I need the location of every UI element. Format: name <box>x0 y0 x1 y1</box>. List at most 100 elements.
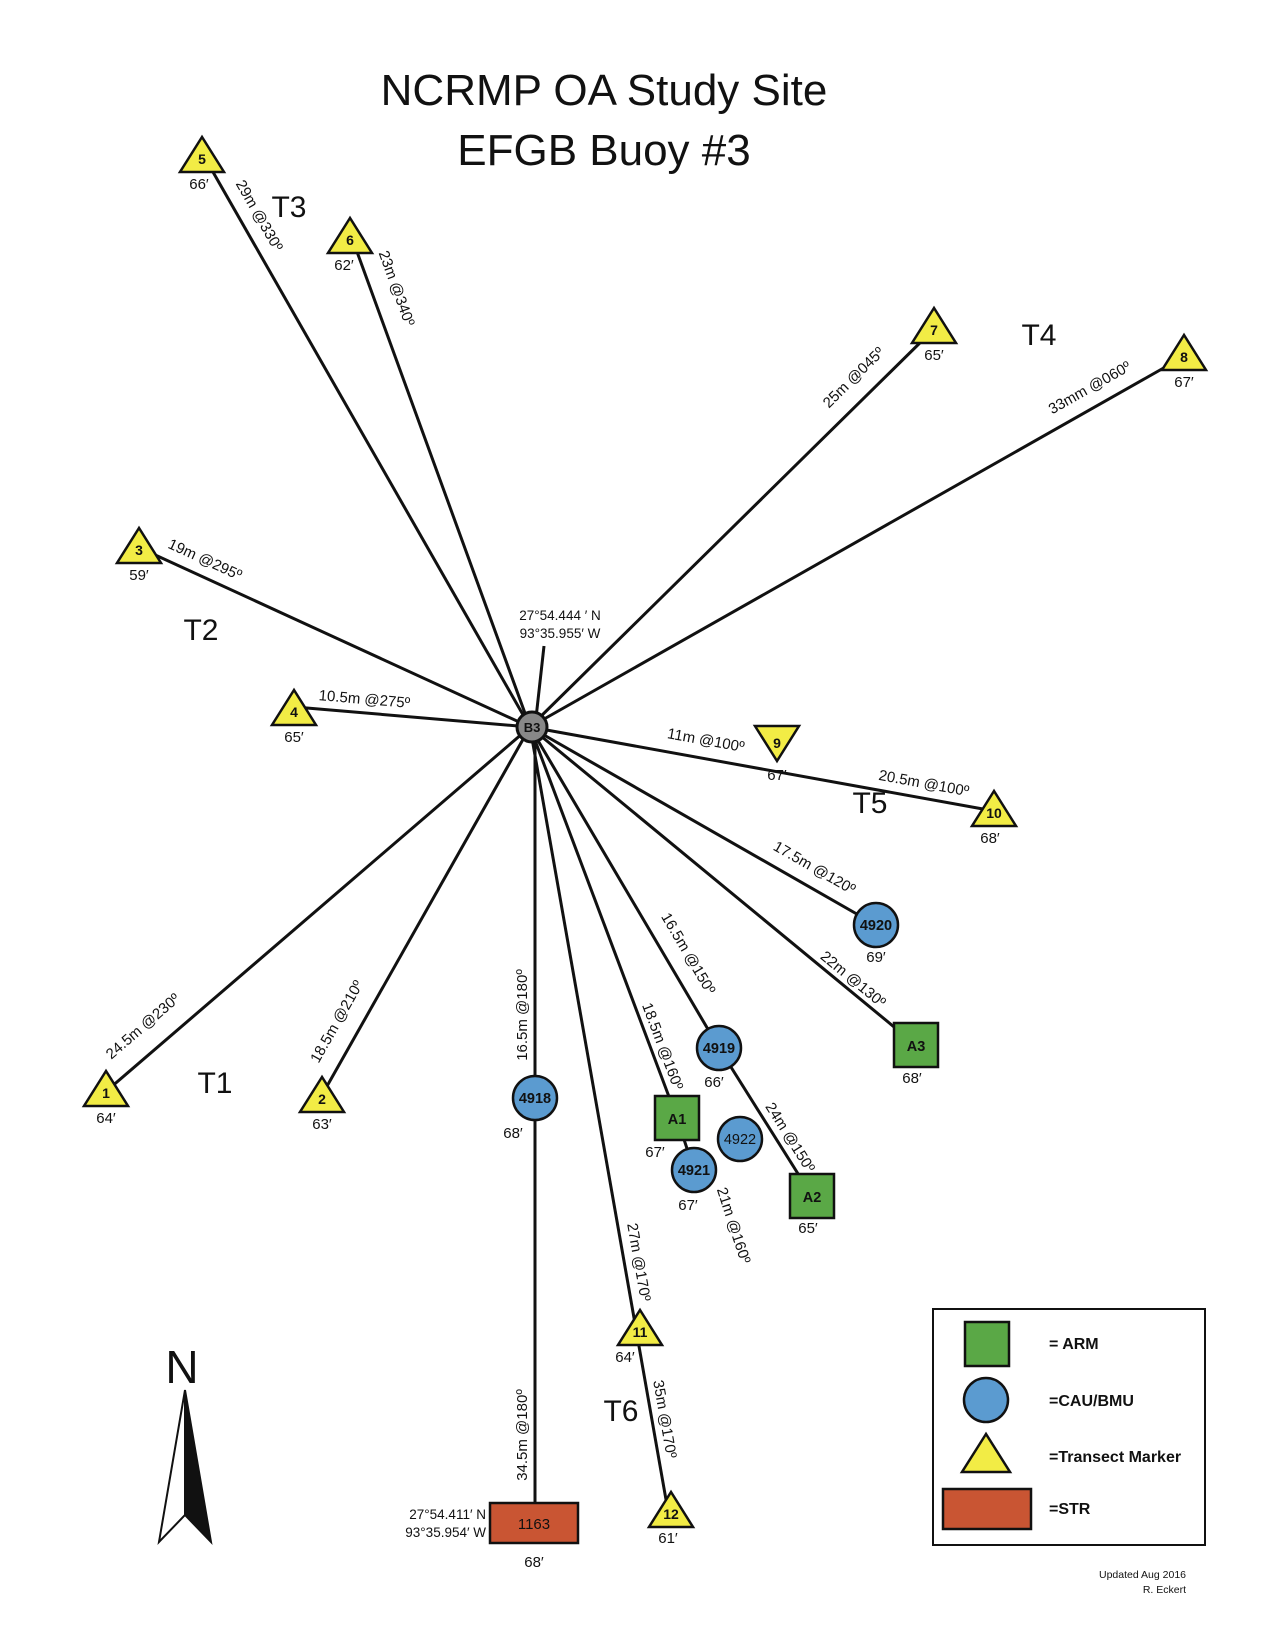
marker-depth: 65′ <box>924 347 944 364</box>
credit-author: R. Eckert <box>1143 1584 1186 1596</box>
legend-marker-label: =Transect Marker <box>1049 1449 1181 1466</box>
marker-number: 6 <box>346 232 354 248</box>
cau-units: 4918 68′ 4919 66′ 4920 69′ 4921 67′ 4922 <box>503 901 900 1214</box>
legend-arm-icon <box>963 1320 1011 1368</box>
transect-marker-4: 4 65′ <box>269 687 319 746</box>
arm-id: A1 <box>668 1112 687 1128</box>
marker-depth: 59′ <box>129 567 149 584</box>
transect-markers: 1 64′ 2 63′ 3 59′ 4 65′ 5 66′ 6 62′ <box>81 134 1209 1547</box>
buoy-b3: B3 27°54.444 ′ N 93°35.955′ W <box>515 608 601 744</box>
title-line-2: EFGB Buoy #3 <box>457 126 750 175</box>
marker-depth: 66′ <box>189 176 209 193</box>
line-to-marker-2 <box>320 726 532 1096</box>
square-arm-icon <box>653 1094 701 1142</box>
transect-marker-12: 12 61′ <box>646 1489 696 1547</box>
line-to-marker-1 <box>109 725 531 1090</box>
legend: = ARM =CAU/BMU =Transect Marker =STR <box>932 1308 1206 1546</box>
line-to-arm-a3 <box>529 725 917 1047</box>
transect-marker-1: 1 64′ <box>81 1068 131 1127</box>
marker-number: 3 <box>135 542 143 558</box>
legend-marker-icon <box>959 1431 1013 1474</box>
distance-labels: 24.5m @230º 18.5m @210º 19m @295º 10.5m … <box>103 177 1134 1481</box>
triangle-marker-icon <box>646 1489 696 1529</box>
cau-depth: 67′ <box>678 1197 698 1214</box>
cau-id: 4921 <box>678 1163 710 1179</box>
arm-a2: A2 65′ <box>788 1172 836 1237</box>
transect-names: T1 T2 T3 T4 T5 T6 <box>183 191 1056 1428</box>
transect-label-t6: T6 <box>603 1395 638 1428</box>
north-arrow: N <box>157 1341 213 1546</box>
line-to-cau-4919 <box>528 726 721 1049</box>
transect-label-t2: T2 <box>183 614 218 647</box>
triangle-marker-icon <box>269 687 319 727</box>
distance-label: 21m @160º <box>713 1185 754 1266</box>
triangle-marker-icon <box>969 788 1019 828</box>
marker-depth: 62′ <box>334 257 354 274</box>
triangle-marker-icon <box>909 305 959 345</box>
transect-label-t4: T4 <box>1021 319 1056 352</box>
north-arrow-left-icon <box>157 1389 186 1546</box>
str-coordinate-lat: 27°54.411′ N <box>409 1507 486 1522</box>
cau-id: 4919 <box>703 1041 735 1057</box>
str-depth: 68′ <box>524 1554 544 1571</box>
marker-number: 10 <box>986 805 1002 821</box>
transect-marker-5: 5 66′ <box>177 134 227 193</box>
cau-4919: 4919 66′ <box>695 1024 743 1091</box>
cau-4922: 4922 <box>716 1115 764 1163</box>
distance-label: 11m @100º <box>666 725 746 756</box>
line-to-cau-4920 <box>529 725 877 927</box>
transect-marker-7: 7 65′ <box>909 305 959 364</box>
circle-cau-icon <box>716 1115 764 1163</box>
transect-marker-10: 10 68′ <box>969 788 1019 847</box>
line-to-marker-8 <box>529 355 1184 729</box>
marker-depth: 64′ <box>96 1110 116 1127</box>
distance-label: 20.5m @100º <box>877 767 971 800</box>
triangle-marker-icon <box>1159 332 1209 372</box>
circle-cau-icon <box>852 901 900 949</box>
arm-a1: A1 67′ <box>645 1094 701 1161</box>
line-to-marker-6 <box>350 237 532 728</box>
arm-id: A3 <box>907 1039 926 1055</box>
marker-number: 5 <box>198 151 206 167</box>
marker-number: 11 <box>633 1324 648 1340</box>
marker-depth: 67′ <box>1174 374 1194 391</box>
arm-depth: 67′ <box>645 1144 665 1161</box>
square-arm-icon <box>788 1172 836 1220</box>
str-id: 1163 <box>518 1516 550 1533</box>
cau-4921: 4921 67′ <box>670 1146 718 1214</box>
cau-depth: 66′ <box>704 1074 724 1091</box>
line-to-marker-4 <box>294 705 531 729</box>
line-to-marker-5 <box>203 157 532 728</box>
circle-cau-icon <box>511 1074 559 1122</box>
circle-cau-icon <box>695 1024 743 1072</box>
legend-str-icon <box>941 1487 1033 1531</box>
line-to-arm-a1 <box>528 726 679 1119</box>
triangle-marker-icon <box>615 1307 665 1347</box>
triangle-marker-icon <box>114 525 164 565</box>
cau-id: 4918 <box>519 1091 551 1107</box>
marker-depth: 67′ <box>767 767 787 784</box>
triangle-marker-icon <box>177 134 227 174</box>
transect-marker-9: 9 67′ <box>752 724 802 784</box>
arm-depth: 68′ <box>902 1070 922 1087</box>
north-label: N <box>165 1341 198 1393</box>
buoy-coordinate-lon: 93°35.955′ W <box>520 626 601 641</box>
credit-updated: Updated Aug 2016 <box>1099 1569 1186 1581</box>
legend-cau-label: =CAU/BMU <box>1049 1393 1134 1410</box>
marker-number: 9 <box>773 735 781 751</box>
arm-id: A2 <box>803 1190 822 1206</box>
line-to-arm-a2 <box>717 1047 814 1197</box>
distance-label: 16.5m @180º <box>514 969 531 1061</box>
line-to-marker-12 <box>528 726 670 1512</box>
circle-cau-icon <box>670 1146 718 1194</box>
distance-label: 24m @150º <box>762 1100 819 1176</box>
distance-label: 10.5m @275º <box>318 687 411 712</box>
cau-id: 4920 <box>860 918 892 934</box>
distance-label: 34.5m @180º <box>514 1389 531 1481</box>
marker-number: 2 <box>318 1091 326 1107</box>
line-to-marker-7 <box>528 328 935 729</box>
triangle-marker-icon <box>297 1074 347 1114</box>
legend-str-label: =STR <box>1049 1501 1091 1518</box>
line-to-marker-10 <box>529 725 995 813</box>
distance-label: 35m @170º <box>649 1379 680 1460</box>
